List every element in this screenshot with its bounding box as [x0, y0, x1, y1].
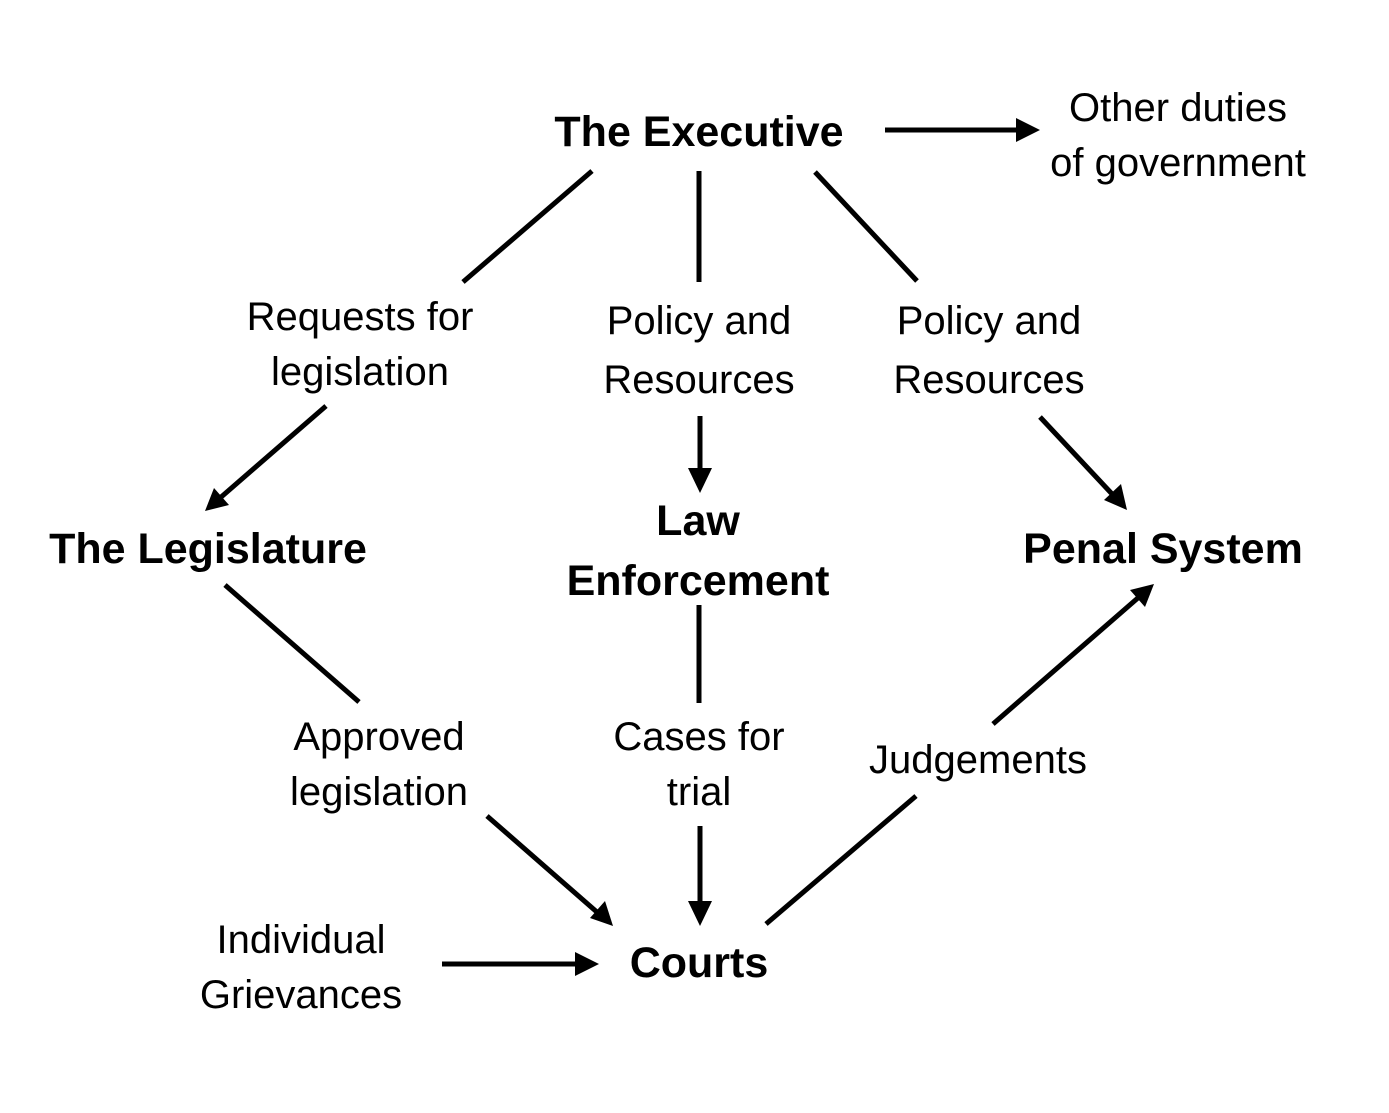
arrowhead-legislature [205, 488, 229, 511]
node-executive: The Executive [554, 108, 844, 156]
arrow-judgements-to-penal [991, 595, 1141, 726]
arrowhead-penal-from-judgements [1130, 584, 1154, 607]
arrowhead-law-enforcement [688, 468, 712, 493]
arrowhead-other-duties [1016, 118, 1040, 142]
node-courts: Courts [629, 939, 769, 987]
line-courts-to-judgements [764, 794, 918, 926]
edge-label-requests-for-legislation: Requests for legislation [246, 295, 474, 394]
edge-label-judgements: Judgements [869, 738, 1087, 782]
node-penal-system: Penal System [1023, 525, 1303, 573]
edge-label-policy-resources-center: Policy and Resources [603, 299, 795, 402]
node-law-enforcement: Law Enforcement [566, 497, 830, 605]
arrowhead-courts-from-approved [590, 901, 613, 926]
arrowhead-courts-from-grievances [575, 952, 599, 976]
arrowhead-courts-from-cases [688, 901, 712, 926]
arrowhead-penal-from-policy [1104, 484, 1127, 510]
node-individual-grievances: Individual Grievances [199, 918, 403, 1017]
line-executive-to-requests [461, 169, 594, 284]
node-other-duties: Other duties of government [1050, 86, 1306, 185]
arrow-approved-to-courts [485, 814, 600, 915]
line-executive-to-policy-right [813, 170, 919, 283]
edge-label-policy-resources-right: Policy and Resources [893, 299, 1085, 402]
line-legislature-to-approved [223, 583, 361, 704]
edge-label-approved-legislation: Approved legislation [290, 715, 468, 814]
arrow-requests-to-legislature [218, 404, 328, 500]
node-legislature: The Legislature [49, 525, 367, 573]
arrow-policy-to-penal-system [1038, 415, 1115, 497]
edge-label-cases-for-trial: Cases for trial [613, 715, 785, 814]
